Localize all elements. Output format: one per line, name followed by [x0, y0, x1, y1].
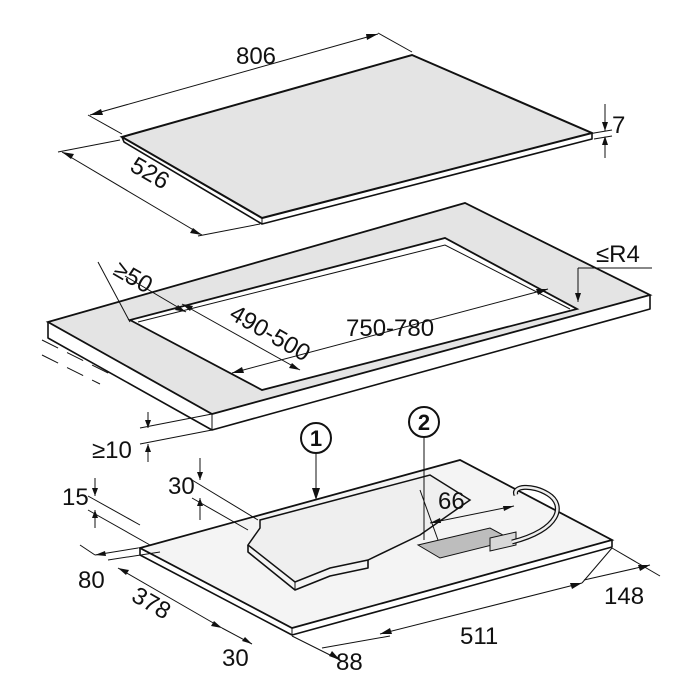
callout-1-label: 1 — [310, 426, 322, 451]
dim-511-label: 511 — [460, 623, 498, 650]
dim-7-label: 7 — [612, 112, 625, 139]
dim-806: 806 — [87, 32, 413, 135]
dim-15-label: 15 — [62, 484, 89, 511]
worktop-surface — [45, 202, 653, 415]
dim-750-780: 750-780 — [231, 288, 549, 374]
dim-80: 80 — [78, 544, 161, 594]
dim-148: 148 — [583, 547, 661, 610]
dim-88: 88 — [291, 635, 391, 676]
hob-panel — [119, 53, 596, 225]
dim-806-label: 806 — [236, 43, 276, 70]
dim-378-label: 378 — [127, 582, 175, 625]
dim-15: 15 — [62, 478, 151, 546]
dim-min-10: ≥10 — [92, 412, 213, 464]
dim-80-label: 80 — [78, 567, 105, 594]
callout-2-label: 2 — [418, 410, 430, 435]
callout-2: 2 — [408, 406, 440, 540]
base-unit — [137, 459, 615, 636]
dim-radius: ≤R4 — [575, 241, 652, 302]
dim-66-label: 66 — [438, 488, 465, 515]
callout-1: 1 — [300, 422, 332, 500]
dim-511: 511 — [379, 547, 613, 650]
dim-490-500-label: 490-500 — [225, 300, 315, 367]
dim-min-10-label: ≥10 — [92, 437, 132, 464]
dim-30-top: 30 — [168, 458, 259, 531]
dim-30-bottom-label: 30 — [222, 645, 249, 672]
dim-7: 7 — [593, 104, 625, 158]
dim-30-bottom: 30 — [221, 627, 253, 672]
connector-plug — [489, 531, 517, 552]
dim-66: 66 — [419, 488, 515, 541]
cutout-shadow — [137, 244, 571, 323]
raised-module — [246, 474, 472, 583]
dim-148-label: 148 — [604, 583, 644, 610]
dim-88-label: 88 — [336, 649, 363, 676]
dim-30-top-label: 30 — [168, 473, 195, 500]
dim-radius-label: ≤R4 — [596, 241, 640, 268]
hob-top-surface — [119, 53, 596, 220]
dim-750-780-label: 750-780 — [346, 315, 434, 342]
